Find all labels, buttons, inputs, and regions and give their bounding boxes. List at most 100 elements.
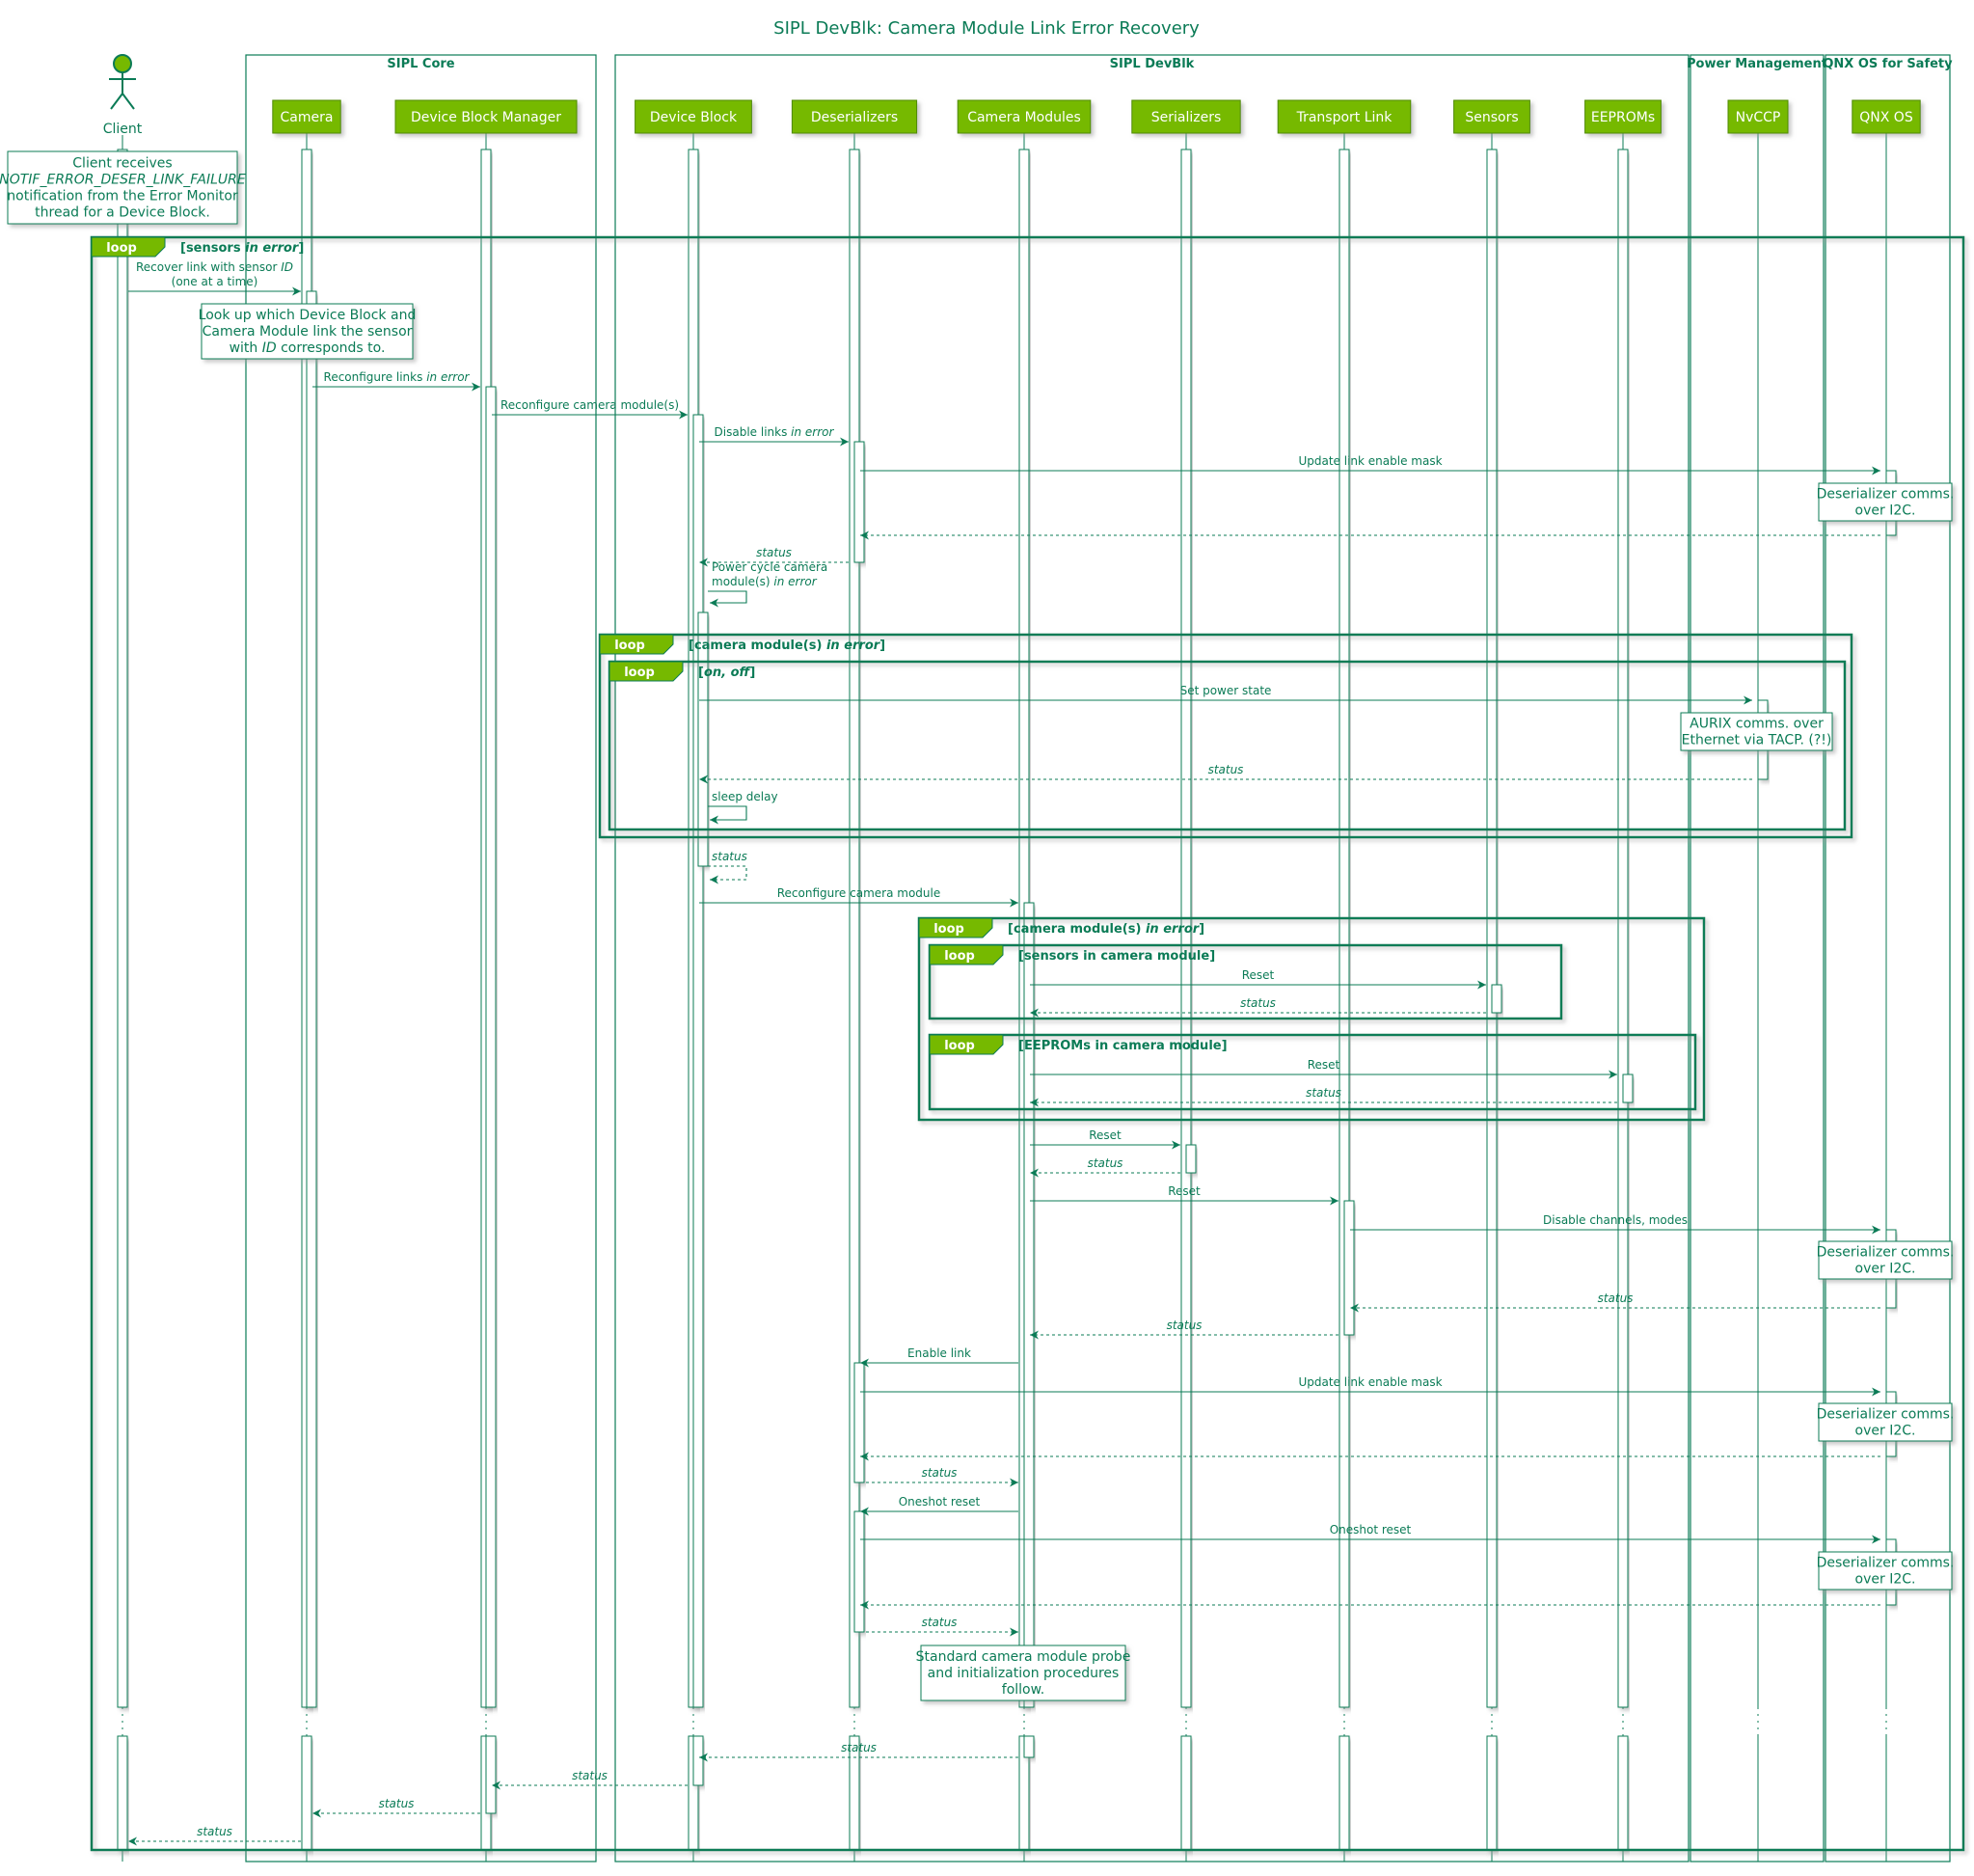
message-label: status <box>712 850 747 863</box>
message: status <box>1030 1086 1617 1107</box>
note: Deserializer comms.over I2C. <box>1817 1402 1955 1442</box>
loop-keyword: loop <box>624 666 655 680</box>
message-label: Reset <box>1168 1184 1201 1198</box>
activation-bar-tl <box>1339 1735 1350 1851</box>
activation-bar-cm <box>1023 902 1035 1708</box>
message-label: Disable links in error <box>715 425 835 439</box>
message-label: Reconfigure camera module <box>777 886 940 900</box>
participant-box-pm: Power Management <box>1687 54 1827 1862</box>
message: Disable channels, modes <box>1350 1213 1880 1235</box>
note: Deserializer comms.over I2C. <box>1817 482 1954 522</box>
note-text: Deserializer comms. <box>1817 1407 1955 1423</box>
message: Reset <box>1030 1184 1339 1206</box>
note-text: Ethernet via TACP. (?!) <box>1682 733 1832 748</box>
message-label: status <box>922 1466 958 1480</box>
activation-bar-ser <box>1185 1144 1197 1174</box>
participant-ser: Serializers <box>1131 99 1241 134</box>
message-label: Oneshot reset <box>1330 1523 1412 1536</box>
loop-fragment: loop[EEPROMs in camera module] <box>928 1033 1697 1111</box>
note-text: Deserializer comms. <box>1817 1245 1955 1261</box>
message-label: Recover link with sensor ID <box>136 260 293 274</box>
note-text: Deserializer comms. <box>1817 1556 1955 1571</box>
participant-nvccp: NvCCP <box>1727 99 1789 134</box>
activation-bar-cm <box>1023 1735 1035 1758</box>
participant-box-label: QNX OS for Safety <box>1823 57 1953 71</box>
message-label: status <box>1088 1156 1123 1170</box>
loop-condition: [sensors in error] <box>180 241 304 256</box>
activation-bar-camera <box>306 290 317 1708</box>
message: status <box>860 1616 1018 1637</box>
participant-label: Deserializers <box>811 110 898 125</box>
activation-bar-eeprom <box>1617 149 1629 1708</box>
message-label: status <box>572 1769 608 1782</box>
activation-bar-deser <box>849 149 860 1708</box>
message-label: Reset <box>1308 1058 1340 1072</box>
activation-bar-deser <box>853 441 865 563</box>
message: status <box>860 1466 1018 1487</box>
activation-bar-eeprom <box>1622 1074 1634 1103</box>
participant-tl: Transport Link <box>1277 99 1412 134</box>
message-label: status <box>379 1797 415 1810</box>
message-label: status <box>922 1616 958 1629</box>
participant-label: Client <box>103 122 143 137</box>
participant-client: Client <box>103 54 143 137</box>
participant-db: Device Block <box>635 99 752 134</box>
participant-box-devblk: SIPL DevBlk <box>614 54 1690 1862</box>
note-text: Look up which Device Block and <box>199 308 417 323</box>
activation-bar-sensors <box>1486 149 1498 1708</box>
activation-bar-camera <box>301 1735 312 1851</box>
message: status <box>1030 996 1486 1018</box>
note-text: over I2C. <box>1855 1262 1916 1277</box>
activation-bar-sensors <box>1491 984 1502 1014</box>
message: status <box>128 1825 301 1846</box>
loop-condition: [on, off] <box>698 666 755 680</box>
message-label: status <box>1208 763 1244 776</box>
message-label: Reset <box>1242 968 1275 982</box>
message-label: Set power state <box>1180 684 1272 697</box>
participant-label: Camera Modules <box>967 110 1081 125</box>
message: Disable links in error <box>699 425 849 447</box>
loop-keyword: loop <box>944 949 975 964</box>
activation-bar-deser <box>853 1362 865 1483</box>
message: Reconfigure camera module(s) <box>492 398 688 420</box>
participant-label: Serializers <box>1151 110 1222 125</box>
activation-bar-db <box>697 612 709 867</box>
message: Oneshot reset <box>860 1495 1018 1516</box>
activation-bar-ser <box>1180 1735 1192 1851</box>
message: Reconfigure links in error <box>312 370 480 392</box>
message: Set power state <box>699 684 1752 705</box>
message: Update link enable mask <box>860 454 1880 476</box>
participant-cm: Camera Modules <box>957 99 1092 134</box>
note-text: Client receives <box>72 156 172 172</box>
loop-condition: [camera module(s) in error] <box>1008 922 1204 937</box>
message: Oneshot reset <box>860 1523 1880 1544</box>
note-text: over I2C. <box>1855 1572 1916 1588</box>
activation-bar-client <box>117 1735 128 1851</box>
note-text: notification from the Error Monitor <box>7 189 238 204</box>
participant-label: Device Block <box>650 110 738 125</box>
activation-bar-dbm <box>485 386 497 1708</box>
participant-label: QNX OS <box>1859 110 1913 125</box>
loop-fragment: loop[camera module(s) in error] <box>598 633 1853 839</box>
note: Deserializer comms.over I2C. <box>1817 1240 1955 1280</box>
activation-bar-ser <box>1180 149 1192 1708</box>
message: Reconfigure camera module <box>699 886 1018 908</box>
message-label: sleep delay <box>712 790 778 803</box>
message: status <box>708 850 747 884</box>
message-label: Power cycle camera <box>712 560 827 574</box>
message: Reset <box>1030 968 1486 990</box>
message-label: status <box>1240 996 1276 1010</box>
loop-keyword: loop <box>106 241 137 256</box>
participant-label: Device Block Manager <box>411 110 561 125</box>
message: status <box>699 546 849 567</box>
activation-bar-deser <box>853 1510 865 1633</box>
note-text: follow. <box>1002 1682 1044 1698</box>
loop-fragment: loop [sensors in error] <box>90 235 1965 1852</box>
message-label: status <box>756 546 792 559</box>
loop-condition: [sensors in camera module] <box>1018 949 1215 964</box>
message: Recover link with sensor ID(one at a tim… <box>128 260 301 296</box>
activation-bar-db <box>692 414 704 1708</box>
message-label: Reconfigure camera module(s) <box>500 398 679 412</box>
